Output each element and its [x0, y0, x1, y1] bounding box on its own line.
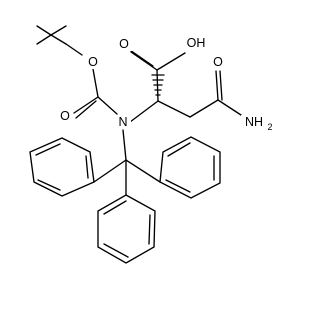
- tert-butyl-group: [36, 25, 83, 56]
- carbonyl-oxygen-label: O: [60, 109, 70, 123]
- phenyl-ring-right: [159, 136, 221, 199]
- ester-oxygen-label: O: [88, 55, 98, 69]
- phenyl-ring-bottom: [97, 194, 156, 264]
- amide-oxygen-label: O: [213, 55, 223, 69]
- nitrogen-label: N: [118, 115, 127, 129]
- boc-carbamate-group: [73, 68, 118, 119]
- backbone-bonds: [126, 47, 242, 123]
- amine-label: NH: [245, 115, 263, 129]
- amine-subscript-label: 2: [267, 122, 272, 132]
- phenyl-ring-left: [29, 137, 95, 197]
- trityl-attachment: [93, 129, 161, 196]
- stereo-hashed-wedge: [151, 74, 165, 96]
- acid-oxygen-label: O: [119, 37, 129, 51]
- hydroxyl-label: OH: [187, 36, 206, 50]
- boc-trityl-asparagine-structure: O O N O OH O NH 2: [29, 25, 273, 264]
